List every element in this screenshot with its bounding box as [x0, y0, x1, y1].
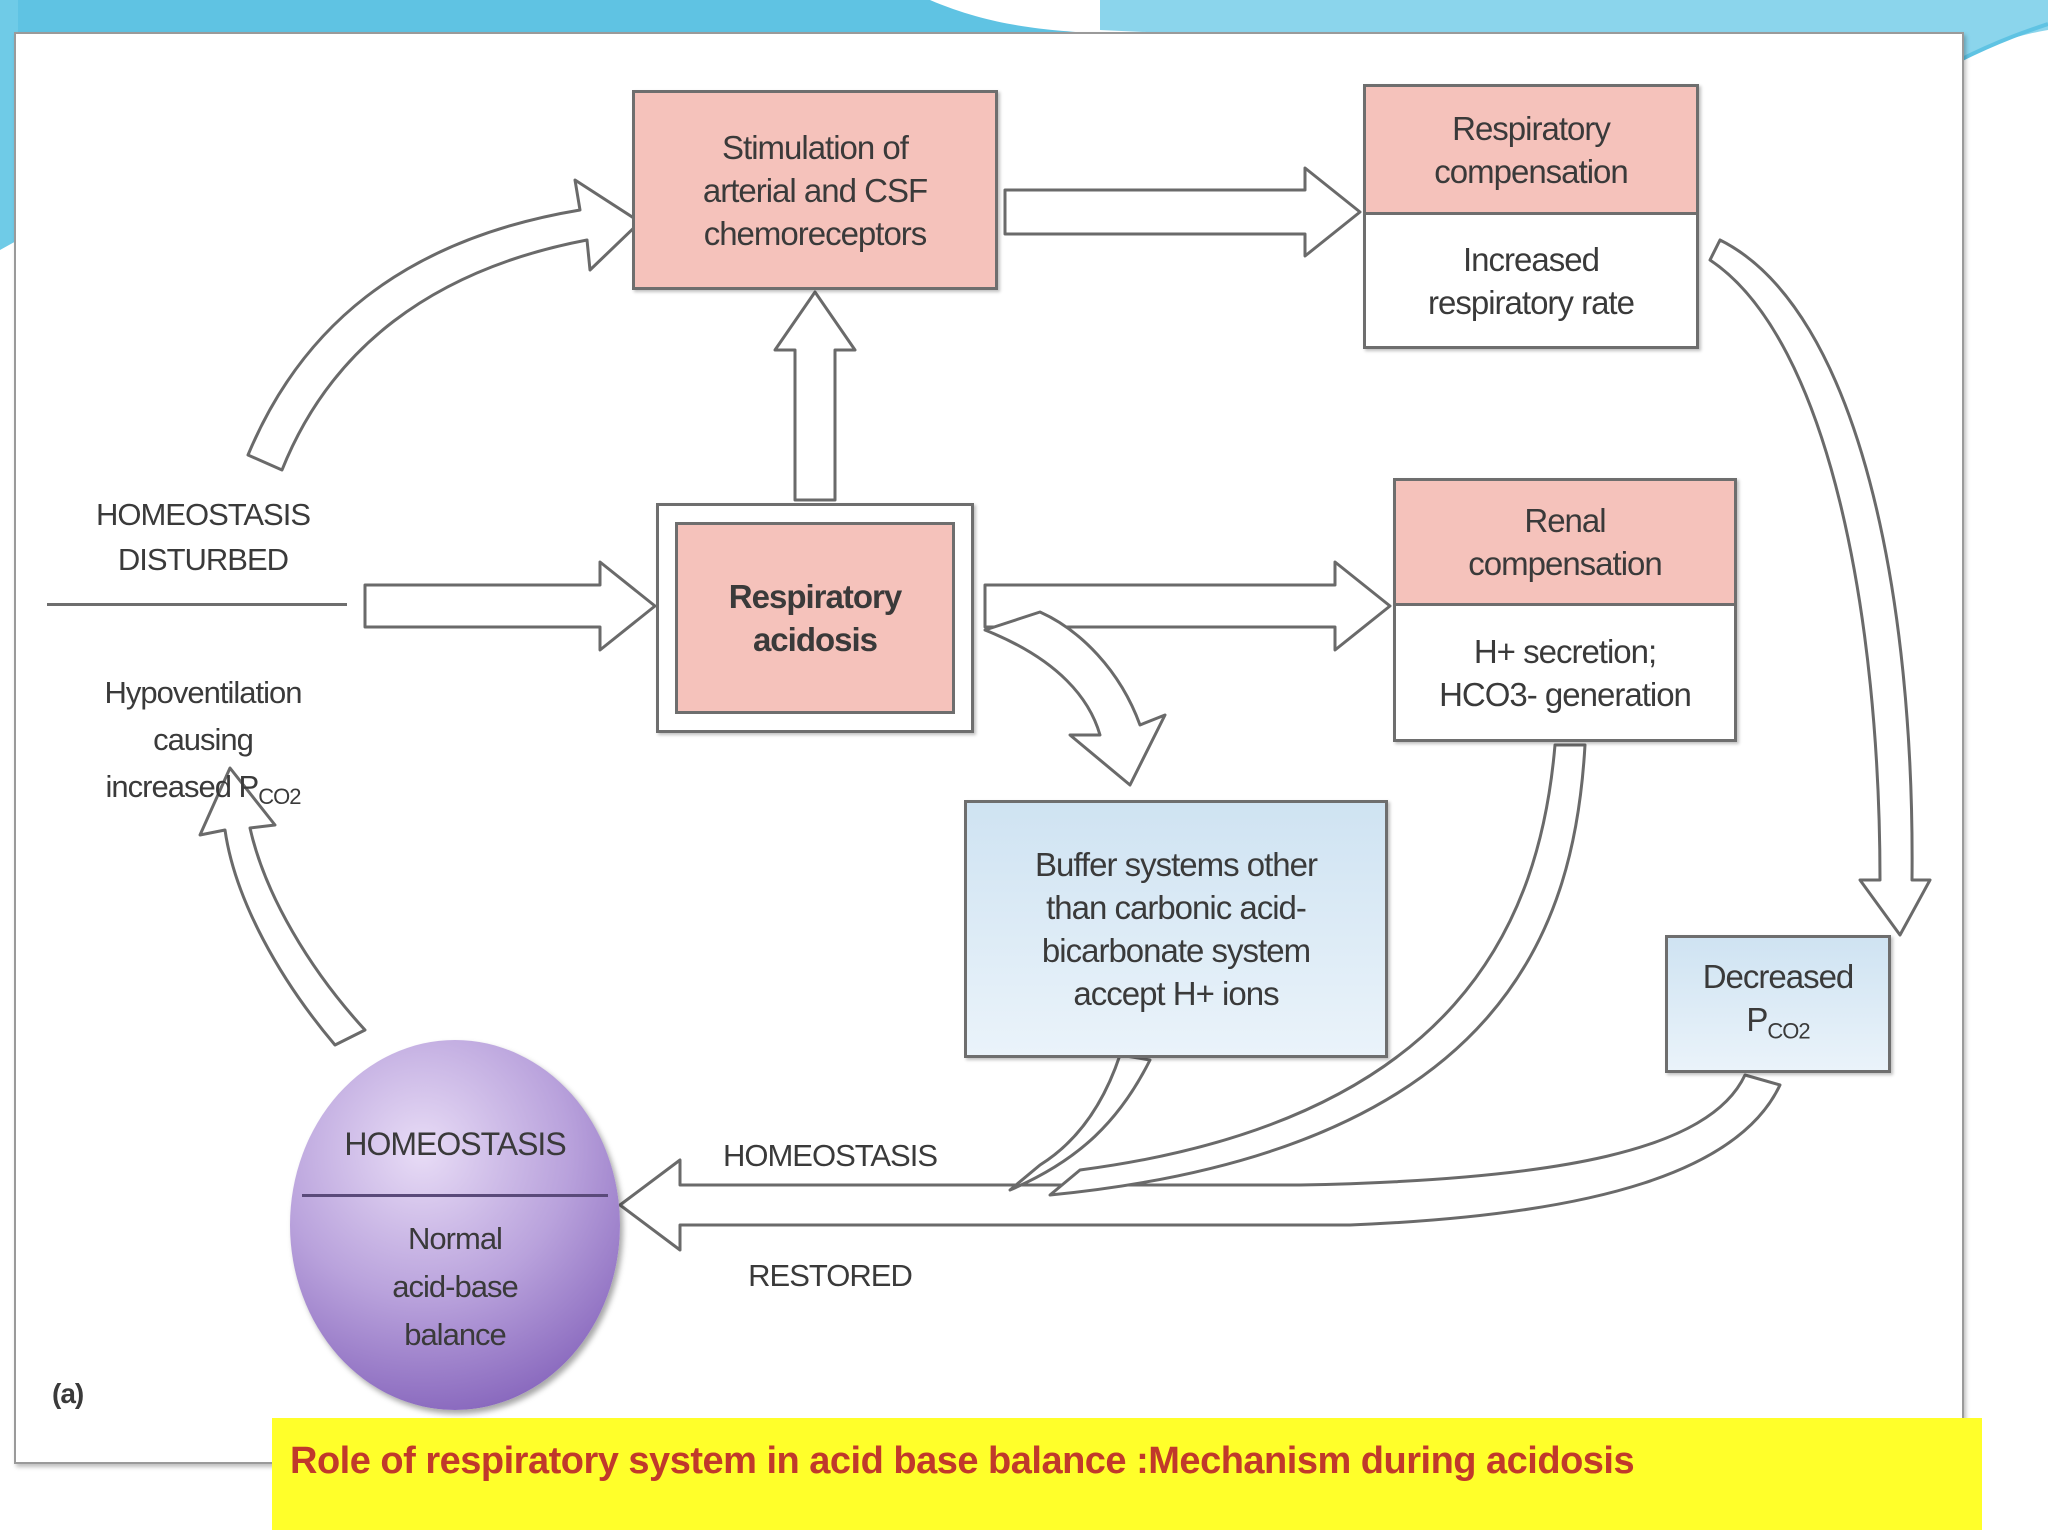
- homeostasis-sphere: [290, 1040, 620, 1410]
- stimulation-text: Stimulation of arterial and CSF chemorec…: [702, 128, 928, 252]
- homeostasis-disturbed-detail: Hypoventilation causing increased PCO2: [104, 675, 303, 810]
- respiratory-compensation-detail: Increased respiratory rate: [1366, 212, 1696, 346]
- arrow-renal-to-restored: [1048, 743, 1587, 1197]
- arrow-buffer-to-restored: [1008, 1053, 1152, 1192]
- arrow-disturbed-to-acidosis: [363, 560, 657, 652]
- homeostasis-sphere-detail: Normal acid-base balance: [392, 1221, 518, 1352]
- homeostasis-sphere-title: HOMEOSTASIS: [344, 1126, 566, 1162]
- respiratory-compensation-title: Respiratory compensation: [1366, 87, 1696, 212]
- caption-text: Role of respiratory system in acid base …: [290, 1440, 1635, 1482]
- arrow-homeostasis-restored: [618, 1073, 1782, 1252]
- renal-compensation-box: Renal compensation H+ secretion; HCO3- g…: [1393, 478, 1737, 742]
- respiratory-acidosis-outer: Respiratory acidosis: [656, 503, 974, 733]
- caption-banner: Role of respiratory system in acid base …: [272, 1418, 1982, 1530]
- respiratory-acidosis-label: Respiratory acidosis: [675, 522, 955, 714]
- decreased-pco2-text: Decreased PCO2: [1668, 938, 1888, 1070]
- renal-compensation-detail: H+ secretion; HCO3- generation: [1396, 603, 1734, 739]
- homeostasis-restored-top: HOMEOSTASIS: [722, 1138, 938, 1173]
- panel-label: (a): [52, 1378, 84, 1409]
- arrow-resp-comp-to-decreased-pco2: [1708, 238, 1932, 937]
- arrow-disturbed-to-stimulation: [246, 178, 642, 472]
- arrow-acidosis-to-stimulation: [773, 290, 857, 502]
- buffer-systems-box: Buffer systems other than carbonic acid-…: [964, 800, 1388, 1058]
- arrow-homeostasis-to-disturbed: [198, 766, 367, 1047]
- renal-detail-line1: H+ secretion;: [1473, 632, 1657, 670]
- stimulation-box: Stimulation of arterial and CSF chemorec…: [632, 90, 998, 290]
- decreased-pco2-line2: PCO2: [1746, 1001, 1810, 1044]
- buffer-systems-text: Buffer systems other than carbonic acid-…: [1034, 846, 1318, 1012]
- homeostasis-disturbed-divider: [47, 603, 347, 606]
- homeostasis-restored-bottom: RESTORED: [748, 1258, 913, 1293]
- respiratory-compensation-box: Respiratory compensation Increased respi…: [1363, 84, 1699, 349]
- homeostasis-disturbed-title: HOMEOSTASIS DISTURBED: [95, 497, 311, 577]
- renal-compensation-title: Renal compensation: [1396, 481, 1734, 603]
- arrow-acidosis-to-buffer: [983, 610, 1167, 787]
- decreased-pco2-box: Decreased PCO2: [1665, 935, 1891, 1073]
- decreased-pco2-line1: Decreased: [1702, 958, 1855, 996]
- renal-detail-line2: HCO3- generation: [1439, 675, 1692, 713]
- arrow-stimulation-to-resp-comp: [1003, 166, 1362, 258]
- homeostasis-sphere-divider: [302, 1194, 608, 1197]
